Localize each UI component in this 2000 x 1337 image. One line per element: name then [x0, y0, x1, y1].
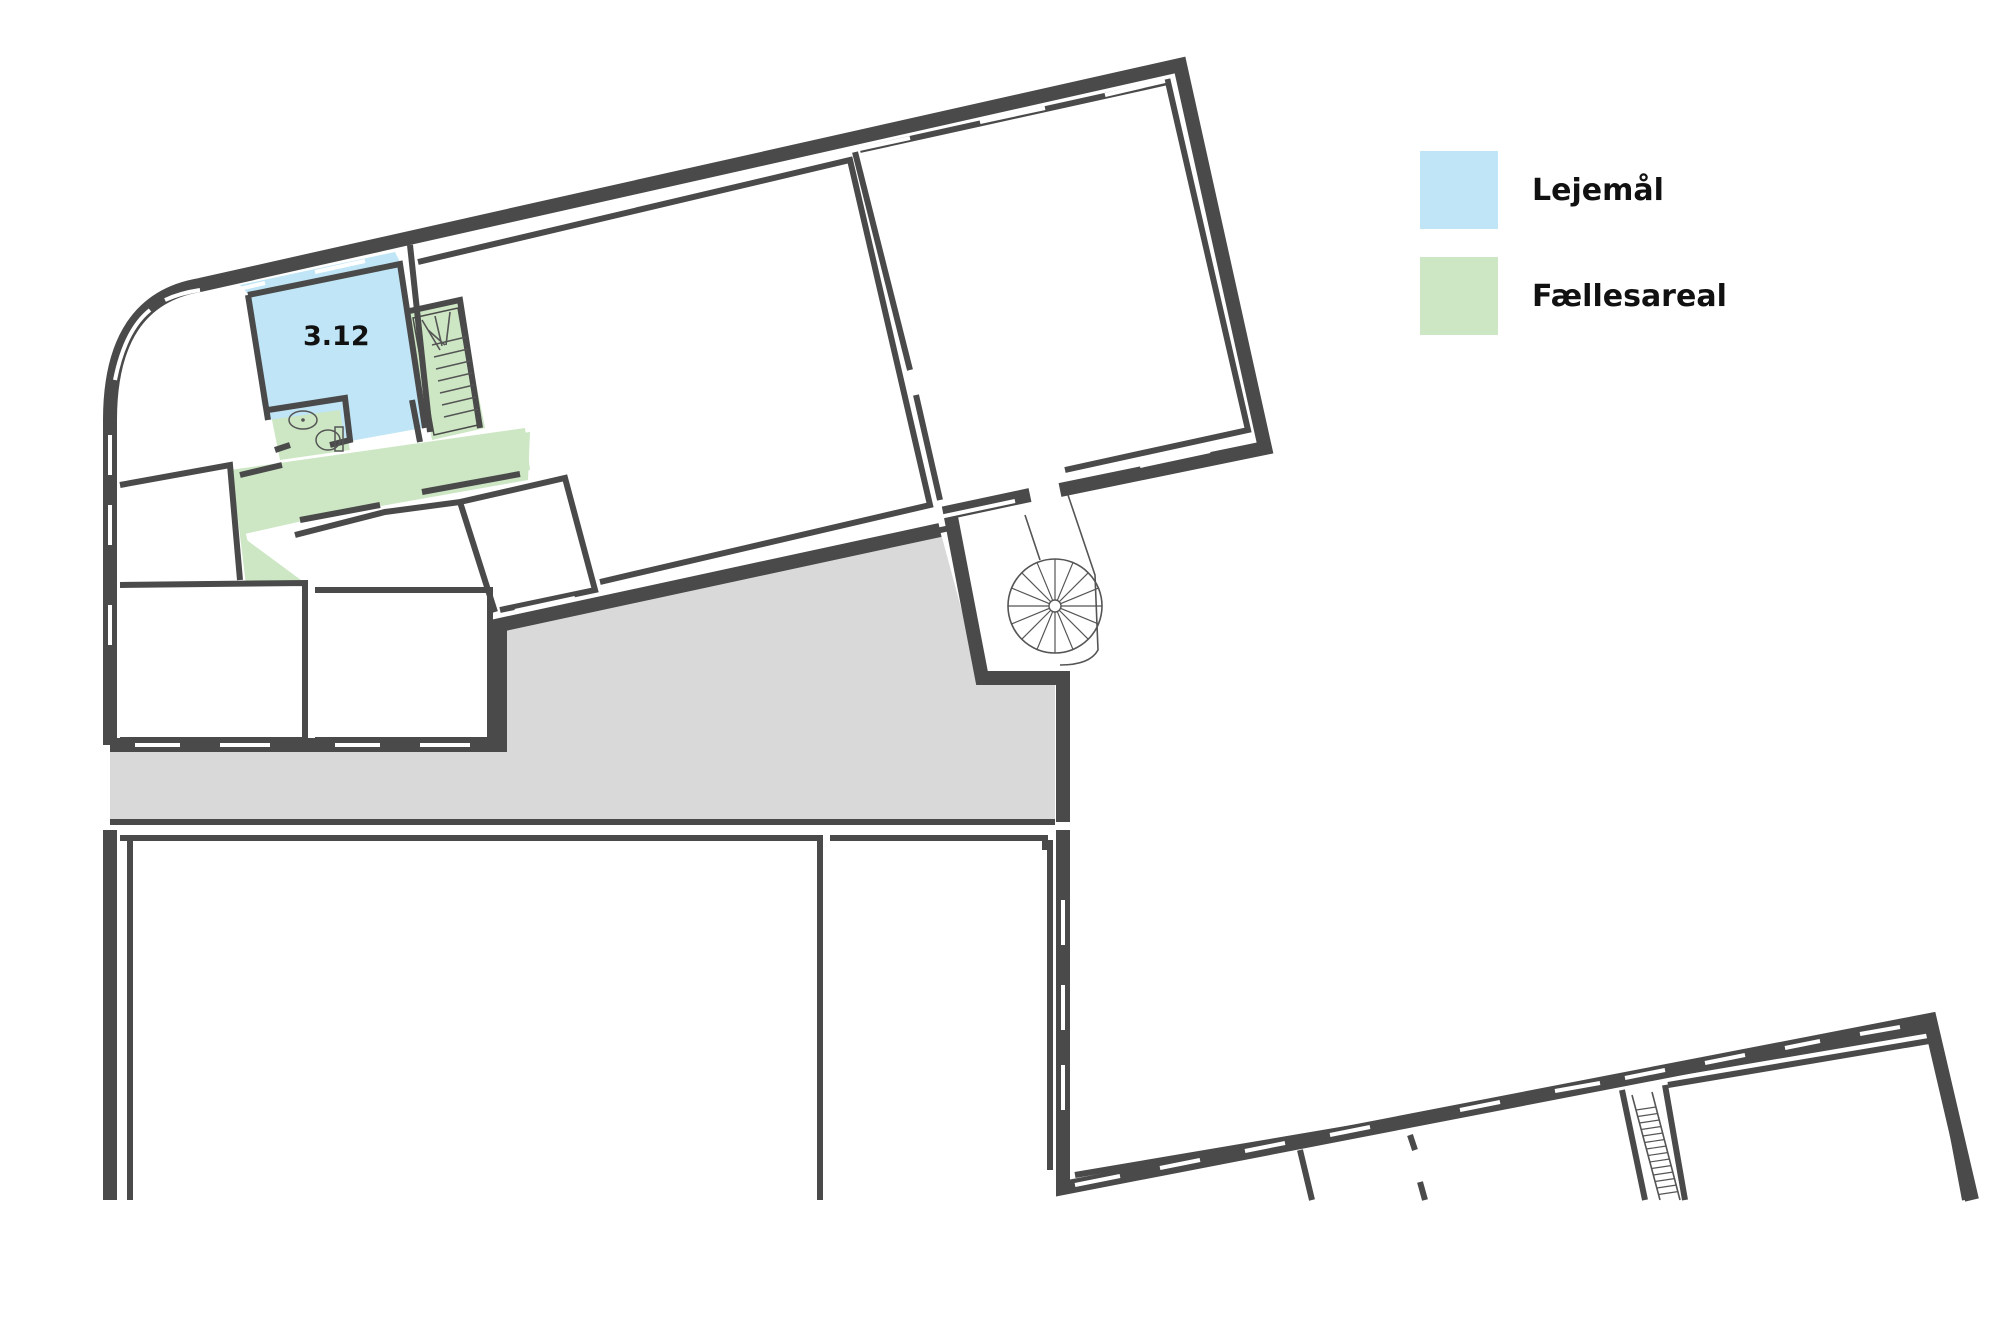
legend-swatch-lease [1420, 151, 1498, 229]
lower-staircase [1631, 1091, 1681, 1201]
legend-label-lease: Lejemål [1532, 172, 1664, 208]
legend-label-common: Fællesareal [1532, 278, 1727, 314]
legend-swatch-common [1420, 257, 1498, 335]
spiral-staircase [1007, 494, 1103, 666]
windows [108, 79, 1901, 1187]
lease-area-3-12 [248, 264, 422, 442]
bathroom-fixtures [288, 410, 344, 452]
legend: Lejemål Fællesareal [1420, 150, 1727, 362]
unit-label-3-12: 3.12 [303, 321, 370, 352]
legend-item-lease: Lejemål [1420, 150, 1727, 230]
staircase [412, 307, 479, 436]
north-building-walls [103, 56, 1274, 1200]
south-building-walls [103, 830, 1979, 1202]
legend-item-common: Fællesareal [1420, 256, 1727, 336]
